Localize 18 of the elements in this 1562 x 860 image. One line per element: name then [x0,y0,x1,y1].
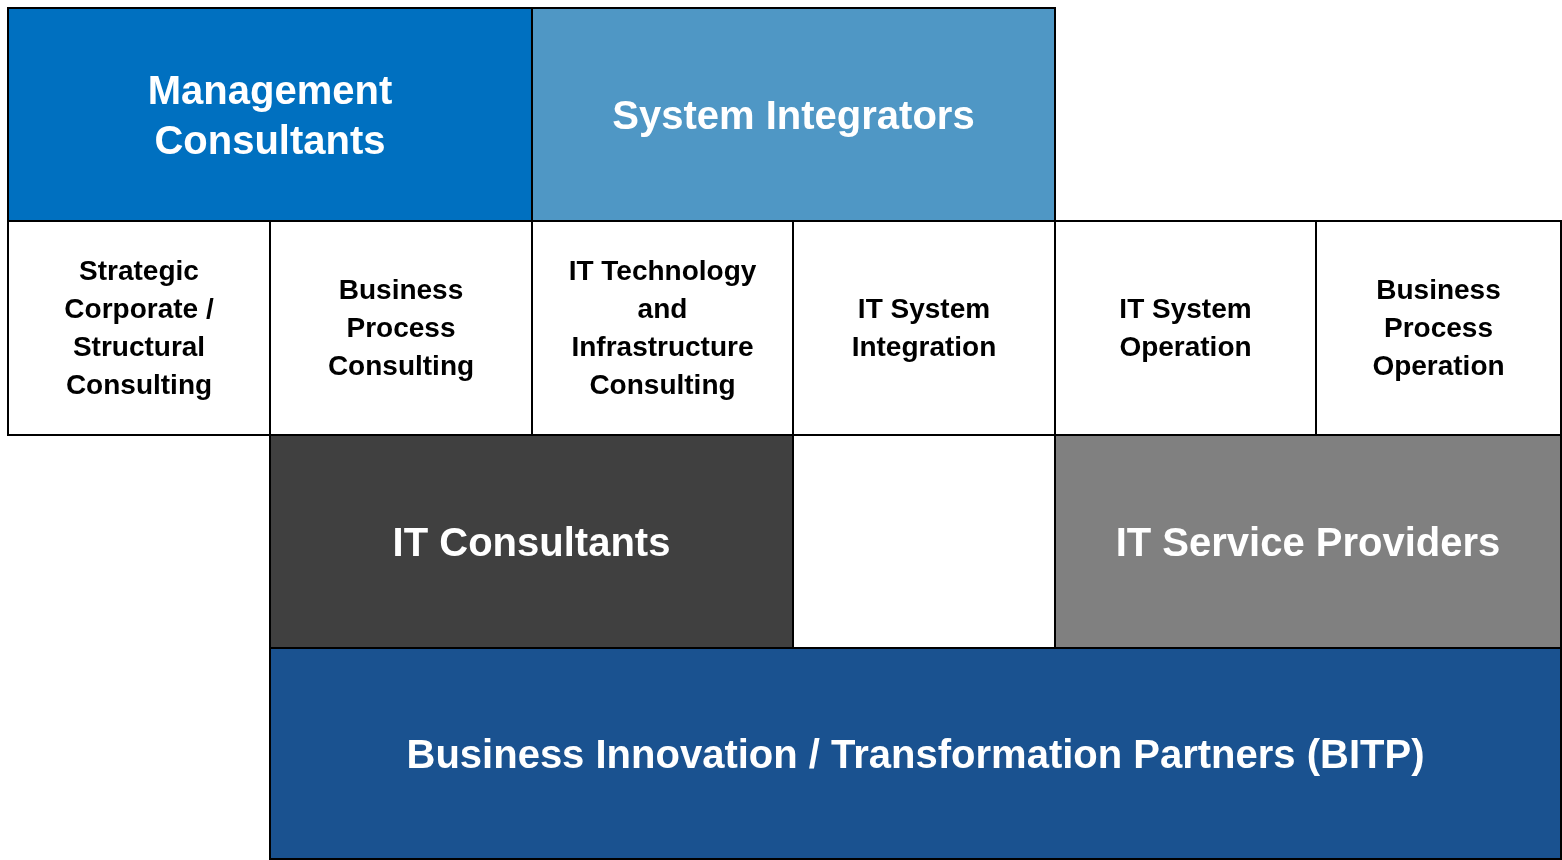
box-label: Management Consultants [146,66,394,164]
category-box [269,434,794,649]
category-box [7,7,533,222]
box-label: IT Technology and Infrastructure Consulting [567,254,758,402]
box-label: Strategic Corporate / Structural Consulting [63,254,215,402]
box-label: IT System Operation [1118,292,1253,364]
box-label: Business Innovation / Transformation Partners (BITP) [406,730,1425,778]
category-box [269,647,1562,860]
box-label: Business Process Operation [1371,273,1506,383]
box-label: IT System Integration [850,292,998,364]
category-box [1054,434,1562,649]
box-label: IT Consultants [392,518,671,566]
service-box [7,220,271,436]
box-label: System Integrators [612,91,975,139]
box-label: Business Process Consulting [326,273,476,383]
category-box [531,7,1056,222]
box-label: IT Service Providers [1115,518,1501,566]
service-box [1315,220,1562,436]
